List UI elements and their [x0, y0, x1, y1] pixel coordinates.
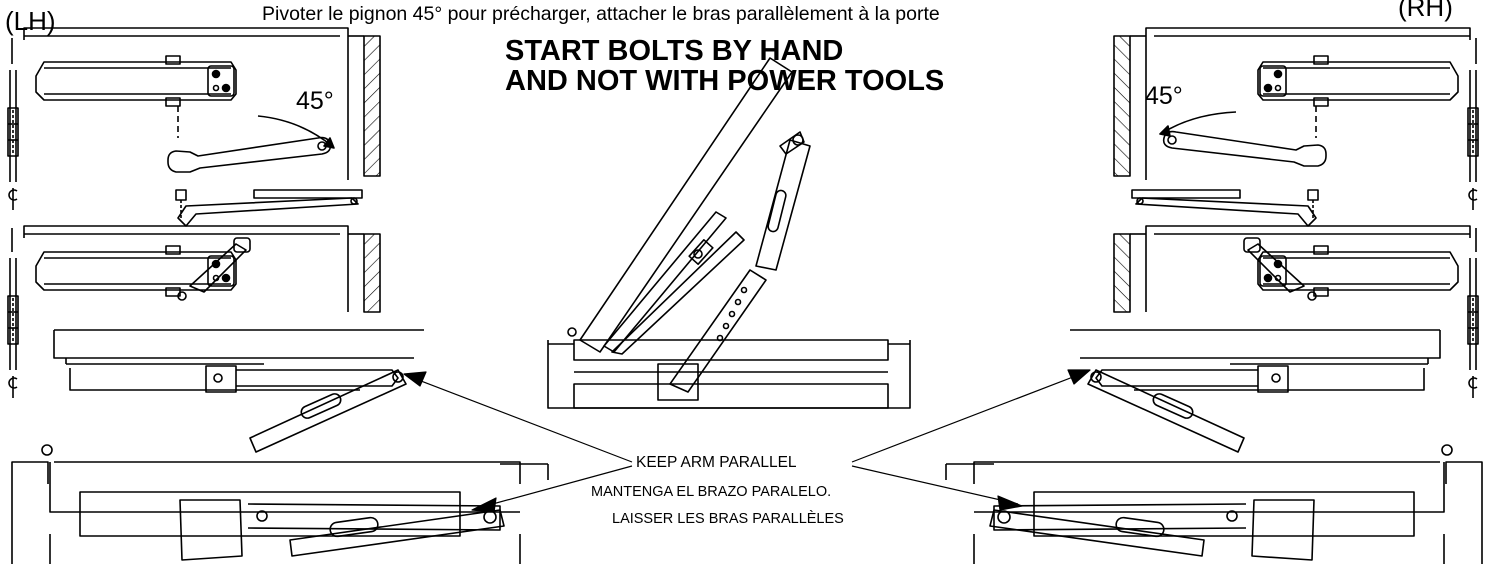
rh-step3-mounted [1114, 226, 1470, 312]
lh-plan-lower [12, 445, 548, 564]
lh-plan-upper [53, 329, 425, 452]
angle-label-right: 45° [1145, 82, 1183, 110]
bolt-warning: START BOLTS BY HAND AND NOT WITH POWER T… [505, 36, 944, 96]
rh-hinge-lower [1467, 257, 1479, 399]
rh-step1-closer [1114, 28, 1470, 180]
bolt-warning-line2: AND NOT WITH POWER TOOLS [505, 65, 945, 97]
rh-step2-arm [1132, 190, 1318, 226]
callout-leaders [404, 370, 1090, 512]
lh-step1-closer [24, 28, 380, 180]
center-door-detail [548, 58, 910, 408]
instruction-text-fr: Pivoter le pignon 45° pour précharger, a… [262, 3, 940, 25]
angle-label-left: 45° [296, 87, 334, 115]
lh-hinge-upper [7, 69, 19, 211]
callout-en: KEEP ARM PARALLEL [636, 454, 797, 471]
lh-hinge-lower [7, 257, 19, 399]
left-hand-label: (LH) [5, 6, 56, 36]
rh-plan-lower [946, 445, 1482, 564]
bolt-warning-line1: START BOLTS BY HAND [505, 35, 844, 67]
rh-hinge-upper [1467, 69, 1479, 211]
callout-fr: LAISSER LES BRAS PARALLÈLES [612, 511, 844, 527]
right-hand-label: (RH) [1398, 0, 1453, 22]
callout-es: MANTENGA EL BRAZO PARALELO. [591, 484, 832, 500]
lh-step3-mounted [24, 226, 380, 312]
rh-plan-upper [1069, 329, 1441, 452]
lh-step2-arm [176, 190, 362, 226]
